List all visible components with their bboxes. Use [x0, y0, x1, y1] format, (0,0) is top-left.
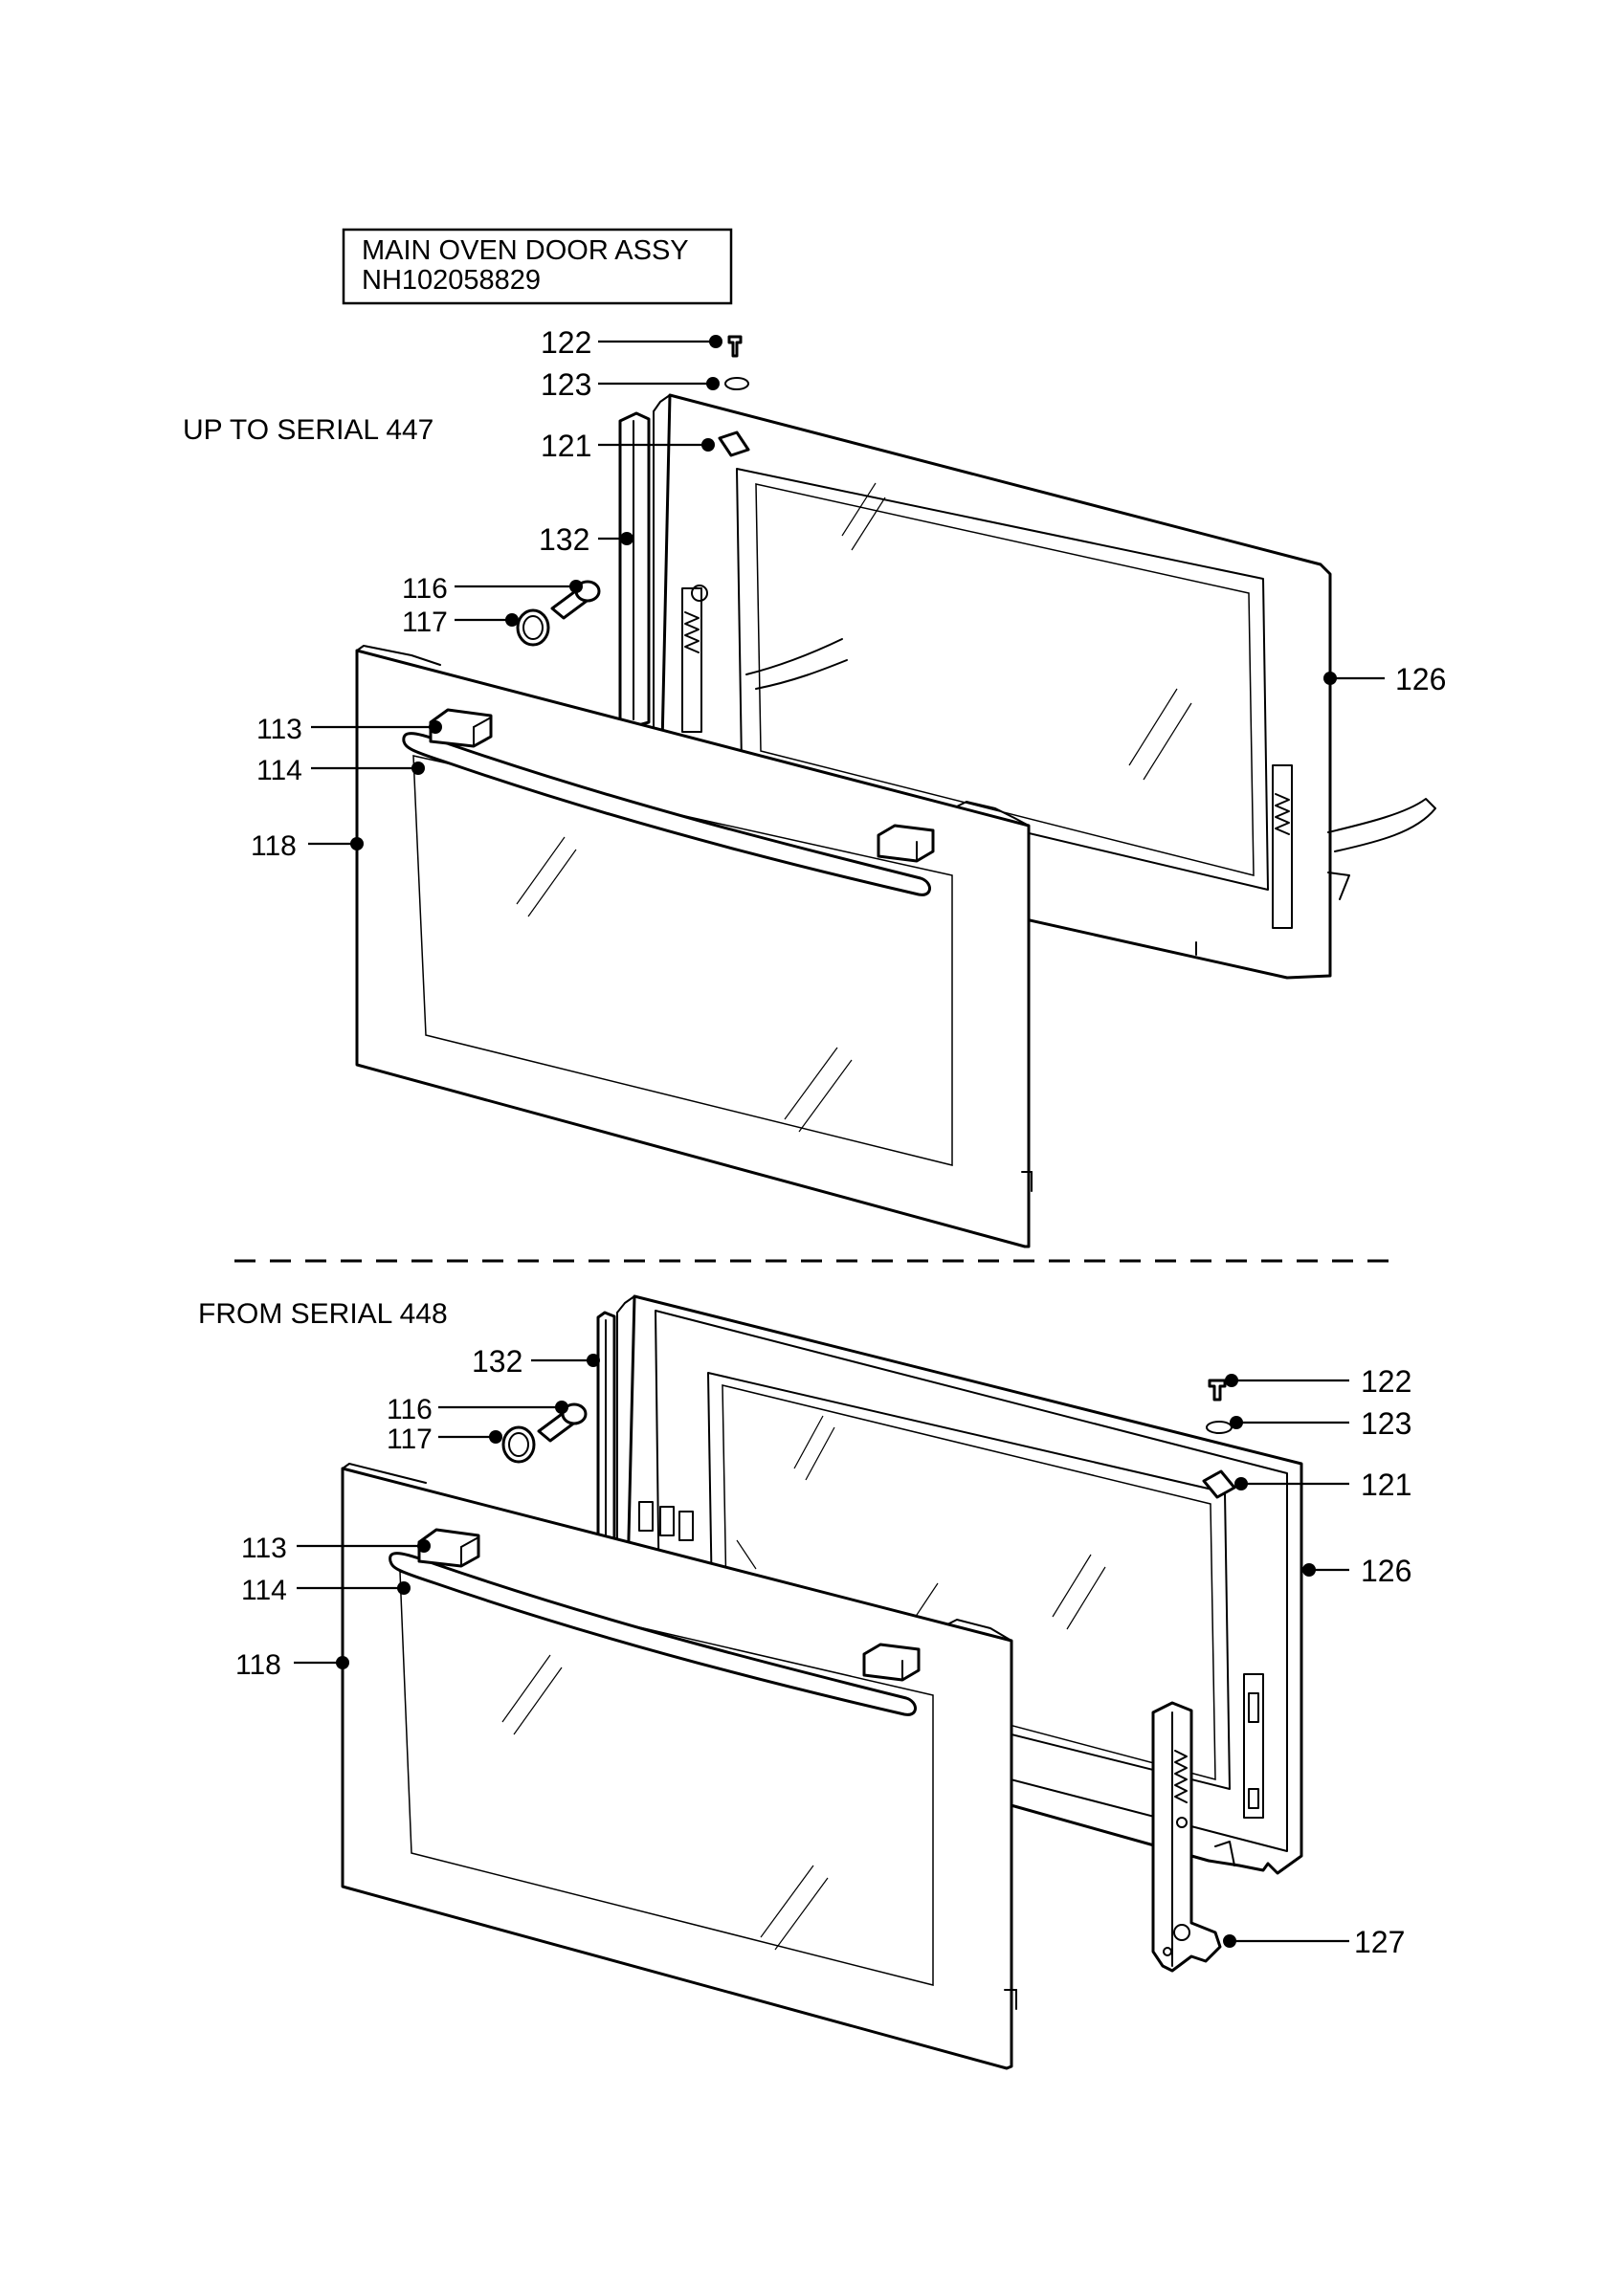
- svg-text:123: 123: [541, 367, 591, 402]
- callout-121-new: 121: [1234, 1468, 1411, 1502]
- ring-117: [516, 608, 550, 647]
- callout-114-new: 114: [241, 1575, 411, 1606]
- svg-text:116: 116: [402, 573, 448, 605]
- svg-text:113: 113: [241, 1533, 287, 1564]
- side-trim-132-new: [596, 1311, 616, 1543]
- bolt-116: [550, 580, 601, 620]
- door-handle-114-new: [389, 1552, 917, 1716]
- washer-123: [724, 377, 749, 390]
- side-trim-132: [618, 411, 651, 729]
- callout-113-new: 113: [241, 1533, 431, 1564]
- svg-text:117: 117: [387, 1424, 433, 1455]
- callout-117-new: 117: [387, 1424, 502, 1455]
- svg-text:123: 123: [1361, 1406, 1411, 1441]
- svg-text:118: 118: [251, 830, 297, 862]
- callout-114-top: 114: [256, 755, 425, 786]
- svg-text:121: 121: [1361, 1468, 1411, 1502]
- svg-text:127: 127: [1354, 1925, 1405, 1959]
- callout-117-top: 117: [402, 607, 519, 638]
- clip-121-new: [1202, 1469, 1236, 1499]
- handle-bracket-113-new: [417, 1528, 480, 1568]
- callout-123-top: 123: [541, 367, 720, 402]
- svg-text:116: 116: [387, 1394, 433, 1425]
- svg-text:113: 113: [256, 714, 302, 745]
- callout-116-new: 116: [387, 1394, 568, 1425]
- section-heading-up-to-447: UP TO SERIAL 447: [183, 414, 433, 446]
- assembly-title: MAIN OVEN DOOR ASSY: [362, 235, 689, 266]
- screw-122: [727, 335, 743, 358]
- svg-text:122: 122: [541, 325, 591, 360]
- bolt-116-new: [537, 1402, 588, 1443]
- callout-127-new: 127: [1223, 1925, 1405, 1959]
- callout-118-new: 118: [235, 1649, 349, 1681]
- clip-121: [718, 430, 750, 457]
- svg-text:126: 126: [1395, 662, 1446, 696]
- svg-text:121: 121: [541, 429, 591, 463]
- door-handle-114: [402, 732, 931, 896]
- outer-door-118: [355, 645, 1033, 1248]
- callout-121-top: 121: [541, 429, 715, 463]
- callout-122-top: 122: [541, 325, 722, 360]
- svg-text:126: 126: [1361, 1554, 1411, 1588]
- svg-text:114: 114: [256, 755, 302, 786]
- svg-text:122: 122: [1361, 1364, 1411, 1399]
- svg-text:132: 132: [472, 1344, 522, 1379]
- svg-text:117: 117: [402, 607, 448, 638]
- handle-bracket-113: [429, 708, 493, 748]
- ring-117-new: [501, 1425, 536, 1464]
- callout-113-top: 113: [256, 714, 442, 745]
- hinge-127: [1151, 1701, 1222, 1973]
- callout-126-new: 126: [1302, 1554, 1411, 1588]
- callout-123-new: 123: [1230, 1406, 1411, 1441]
- callout-132-top: 132: [539, 522, 633, 557]
- callout-116-top: 116: [402, 573, 583, 605]
- title-box: MAIN OVEN DOOR ASSY NH102058829: [342, 228, 733, 305]
- callout-132-new: 132: [472, 1344, 600, 1379]
- callout-122-new: 122: [1225, 1364, 1411, 1399]
- assembly-part-number: NH102058829: [362, 265, 541, 296]
- washer-123-new: [1206, 1421, 1233, 1434]
- section-heading-from-448: FROM SERIAL 448: [198, 1298, 448, 1330]
- svg-text:132: 132: [539, 522, 589, 557]
- svg-text:114: 114: [241, 1575, 287, 1606]
- screw-122-new: [1208, 1379, 1227, 1402]
- svg-text:118: 118: [235, 1649, 281, 1681]
- callout-118-top: 118: [251, 830, 364, 862]
- callout-126-top: 126: [1323, 662, 1446, 696]
- outer-door-118-new: [341, 1463, 1017, 2070]
